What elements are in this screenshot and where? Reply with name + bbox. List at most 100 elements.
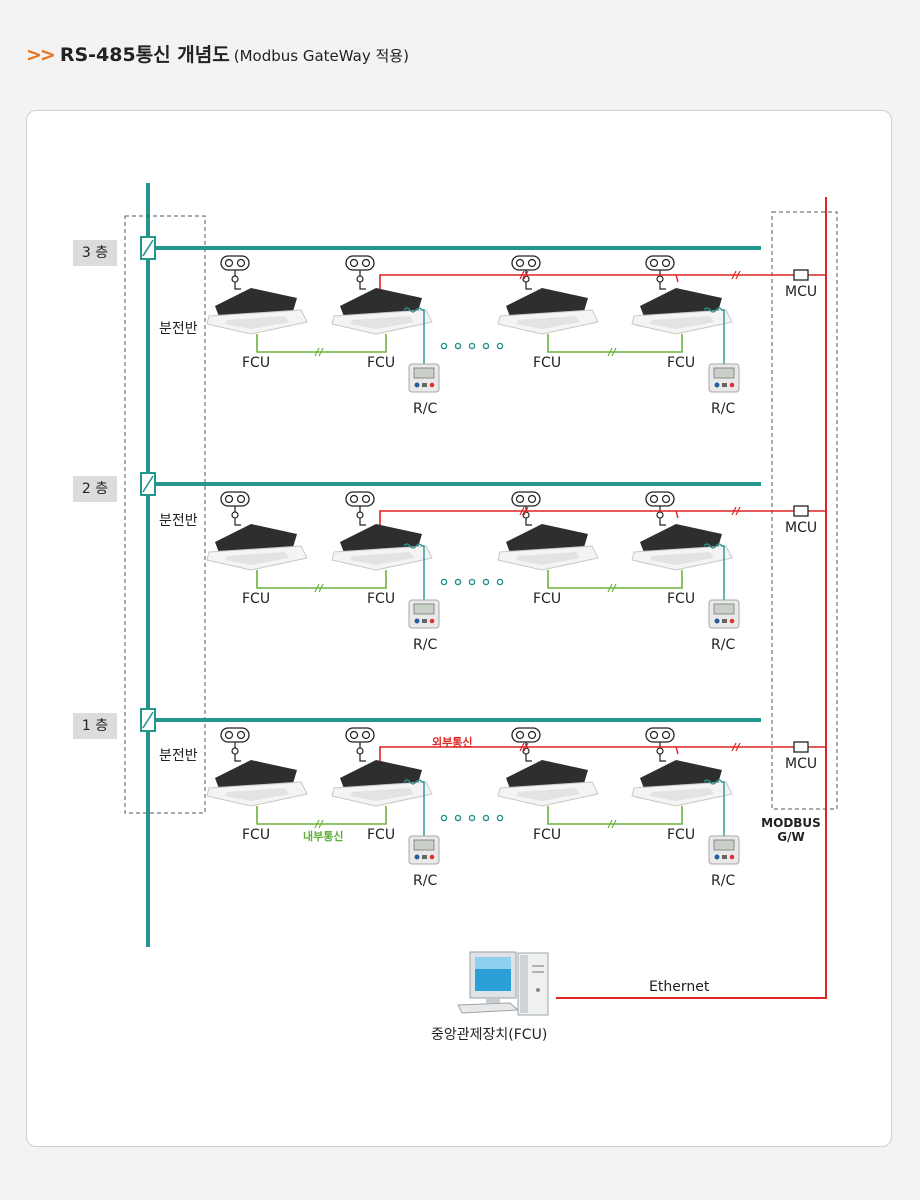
rc-screen	[713, 367, 735, 379]
floor-2-fcu-label-4: FCU	[667, 591, 696, 607]
floor-1-fcu-4	[631, 288, 733, 335]
plug-head	[522, 511, 530, 519]
floor-1-outlet-4	[645, 255, 675, 290]
outlet-socket-left	[224, 730, 234, 740]
outlet-socket-left	[349, 494, 359, 504]
plug-tail	[359, 754, 366, 762]
rc-screen	[413, 839, 435, 851]
floor-2-fcu-label-3: FCU	[533, 591, 562, 607]
floor-3-rc-cable-1	[422, 781, 425, 836]
rc-screen	[413, 603, 435, 615]
floor-2-mcu-box	[793, 505, 809, 517]
floor-1-external-drop	[675, 274, 679, 283]
plug-tail	[525, 518, 532, 526]
floor-3-external-line	[379, 746, 794, 763]
floor-1-label: 3 층	[73, 240, 117, 266]
floor-1-continuation-dot-2	[454, 342, 462, 350]
floor-3-panel-label: 분전반	[159, 748, 198, 764]
outlet-socket-right	[527, 258, 537, 268]
floor-3-continuation-dot-3	[468, 814, 476, 822]
rc-button-red	[429, 618, 435, 624]
floor-1-mcu-box	[793, 269, 809, 281]
outlet-socket-right	[527, 730, 537, 740]
outlet-socket-right	[361, 730, 371, 740]
plug-head	[656, 511, 664, 519]
floor-1-fcu-label-4: FCU	[667, 355, 696, 371]
plug-head	[356, 747, 364, 755]
outlet-socket-left	[224, 258, 234, 268]
floor-1-external-line	[379, 274, 794, 291]
floor-2-rc-cable-1	[422, 545, 425, 600]
floor-2-fcu-3	[497, 524, 599, 571]
rc-button-blue	[714, 618, 720, 624]
fcu-grille	[650, 316, 714, 329]
rc-button-blue	[714, 854, 720, 860]
plug-tail	[359, 518, 366, 526]
plug-tail	[659, 282, 666, 290]
floor-2-internal-break-2	[607, 583, 617, 593]
floor-2-rc-2	[708, 599, 740, 629]
fcu-grille	[225, 788, 289, 801]
floor-2-outlet-4	[645, 491, 675, 526]
floor-3-outlet-3	[511, 727, 541, 762]
floor-2-external-break-2	[731, 506, 741, 516]
floor-1-panel-label: 분전반	[159, 321, 198, 337]
floor-2-rc-label-2: R/C	[711, 637, 736, 653]
floor-2-rc-coil-1	[403, 543, 423, 549]
plug-head	[231, 511, 239, 519]
floor-3-internal-line-right	[547, 806, 683, 825]
floor-1-rc-coil-1	[403, 307, 423, 313]
floor-3-rc-label-1: R/C	[413, 873, 438, 889]
floor-1-outlet-2	[345, 255, 375, 290]
floor-3-internal-break-1	[314, 819, 324, 829]
floor-3-fcu-label-4: FCU	[667, 827, 696, 843]
monitor-screen-highlight	[475, 957, 511, 969]
floor-3-continuation-dot-4	[482, 814, 490, 822]
plug-head	[522, 747, 530, 755]
outlet-socket-left	[649, 258, 659, 268]
floor-3-fcu-4	[631, 760, 733, 807]
plug-tail	[525, 282, 532, 290]
plug-head	[656, 747, 664, 755]
rc-button-blue	[714, 382, 720, 388]
floor-1-rc-cable-2	[722, 309, 725, 364]
outlet-socket-right	[361, 494, 371, 504]
floor-3-fcu-label-1: FCU	[242, 827, 271, 843]
floor-2-internal-break-1	[314, 583, 324, 593]
outlet-socket-left	[515, 258, 525, 268]
floor-2-external-line	[379, 510, 794, 527]
floor-1-internal-break-1	[314, 347, 324, 357]
fcu-grille	[650, 552, 714, 565]
floor-3-breaker-slash	[142, 711, 154, 729]
floor-2-rc-1	[408, 599, 440, 629]
plug-head	[356, 275, 364, 283]
floor-2-fcu-label-2: FCU	[367, 591, 396, 607]
floor-2-outlet-3	[511, 491, 541, 526]
floor-1-fcu-label-1: FCU	[242, 355, 271, 371]
central-control-label: 중앙관제장치(FCU)	[431, 1027, 548, 1043]
rc-button-red	[429, 854, 435, 860]
floor-2-label: 2 층	[73, 476, 117, 502]
pc-tower-side	[520, 955, 528, 1013]
floor-2-outlet-2	[345, 491, 375, 526]
outlet-socket-right	[661, 494, 671, 504]
keyboard	[457, 1002, 520, 1014]
floor-1-outlet-3	[511, 255, 541, 290]
rc-button	[722, 619, 727, 623]
outlet-socket-left	[224, 494, 234, 504]
floor-2-mcu-label: MCU	[785, 520, 818, 536]
floor-1-internal-line-left	[256, 334, 387, 353]
outlet-socket-right	[661, 730, 671, 740]
floor-1-rc-cable-1	[422, 309, 425, 364]
floor-3-internal-break-2	[607, 819, 617, 829]
fcu-grille	[350, 552, 414, 565]
rc-screen	[413, 367, 435, 379]
rc-button-blue	[414, 382, 420, 388]
floor-3-external-break-2	[731, 742, 741, 752]
floor-1-continuation-dot-3	[468, 342, 476, 350]
title-sub: (Modbus GateWay 적용)	[233, 47, 409, 65]
plug-tail	[234, 754, 241, 762]
rc-button	[422, 619, 427, 623]
floor-1-external-break-2	[731, 270, 741, 280]
